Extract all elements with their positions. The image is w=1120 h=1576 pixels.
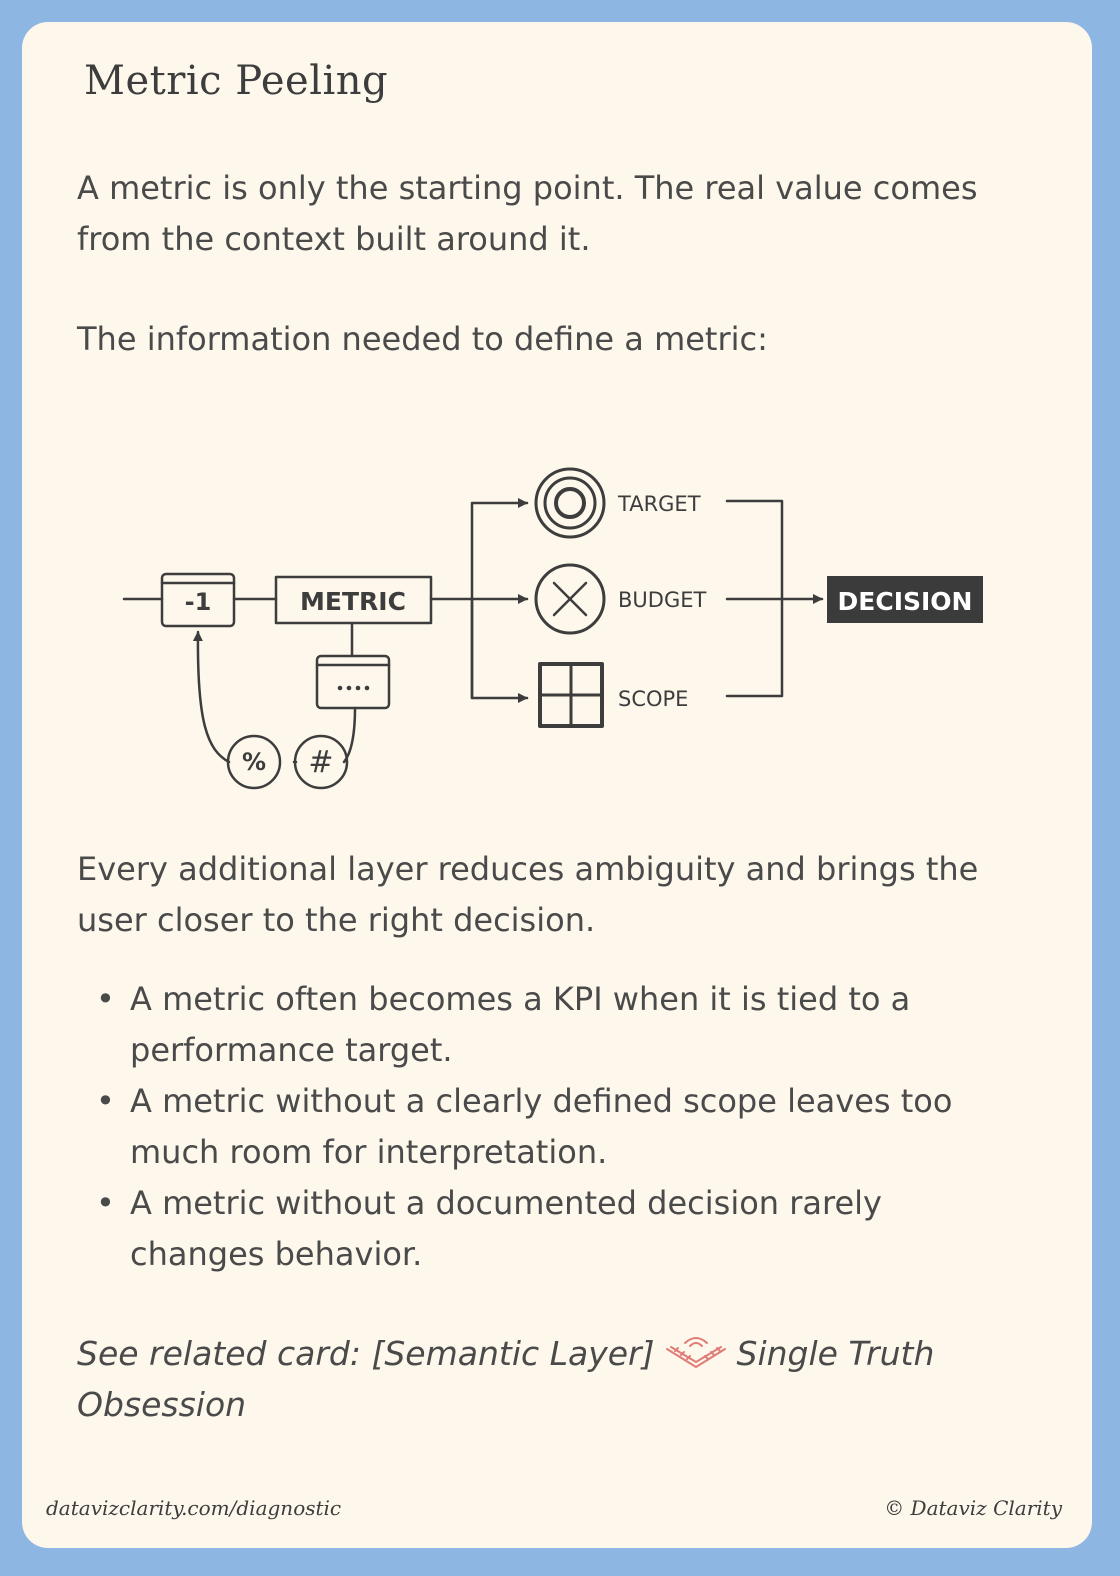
metric-label: METRIC <box>300 587 406 616</box>
related-prefix: See related card: [Semantic Layer] <box>77 1334 655 1373</box>
decision-box <box>827 576 983 623</box>
footer-url[interactable]: datavizclarity.com/diagnostic <box>46 1496 342 1520</box>
related-card-link[interactable]: Single Truth Obsession <box>77 1334 935 1424</box>
percent-symbol: % <box>242 748 266 776</box>
bullet-list: A metric often becomes a KPI when it is … <box>78 974 978 1280</box>
percent-circle <box>226 734 282 790</box>
related-card-icon <box>665 1337 726 1368</box>
bullet-item: A metric often becomes a KPI when it is … <box>78 974 978 1076</box>
detail-window-icon <box>315 654 391 710</box>
card-title: Metric Peeling <box>84 58 389 104</box>
related-card-line: See related card: [Semantic Layer]Single… <box>77 1328 1037 1430</box>
branch-to-target-arrow <box>470 498 529 700</box>
number-symbol: # <box>308 745 333 780</box>
bullet-item: A metric without a clearly defined scope… <box>78 1076 978 1178</box>
layer-paragraph: Every additional layer reduces ambiguity… <box>77 850 979 939</box>
decision-label: DECISION <box>838 587 973 616</box>
card: Metric Peeling A metric is only the star… <box>22 22 1092 1548</box>
footer-copyright: © Dataviz Clarity <box>884 1496 1062 1520</box>
target-icon <box>534 467 606 539</box>
branch-to-scope-arrow <box>470 597 529 703</box>
budget-label: BUDGET <box>618 588 706 612</box>
budget-icon <box>534 563 606 635</box>
metric-peeling-diagram: -1 METRIC % # TARGET BUDGET SCOPE DECISI… <box>122 467 983 790</box>
bullet-item: A metric without a documented decision r… <box>78 1178 978 1280</box>
intro-paragraph: A metric is only the starting point. The… <box>77 169 978 258</box>
detail-window-dots <box>337 685 370 691</box>
number-circle <box>293 734 349 790</box>
scope-icon <box>538 662 604 728</box>
scope-label: SCOPE <box>618 687 688 711</box>
feedback-arrow <box>192 630 231 764</box>
lead-paragraph: The information needed to define a metri… <box>77 320 768 358</box>
target-label: TARGET <box>617 492 701 516</box>
offset-label: -1 <box>185 588 212 616</box>
